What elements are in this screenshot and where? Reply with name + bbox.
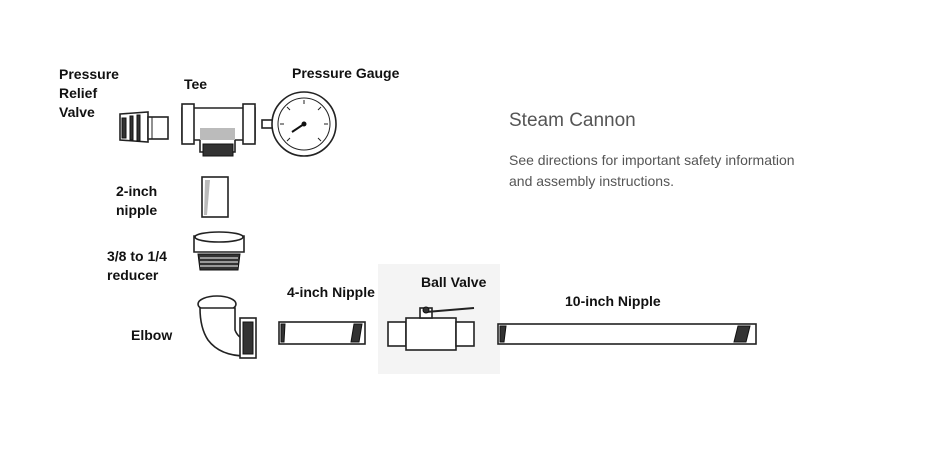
pressure-relief-valve-label-line-3: Valve (59, 104, 95, 120)
tee-label: Tee (184, 76, 208, 92)
description-line-2: and assembly instructions. (509, 173, 674, 189)
ball-valve-icon (378, 264, 500, 374)
pressure-relief-valve-label-line-1: Pressure (59, 66, 119, 82)
pressure-gauge-label: Pressure Gauge (292, 65, 400, 81)
ball-valve-label: Ball Valve (421, 274, 487, 290)
page-title: Steam Cannon (509, 110, 636, 131)
four-inch-nipple-label: 4-inch Nipple (287, 284, 375, 300)
pressure-gauge-icon (261, 91, 337, 157)
two-inch-nipple-label-line-1: 2-inch (116, 183, 158, 199)
ten-inch-nipple-icon (497, 323, 757, 345)
reducer-icon (193, 231, 245, 271)
two-inch-nipple-label-line-2: nipple (116, 202, 158, 218)
ten-inch-nipple-label: 10-inch Nipple (565, 293, 661, 309)
description: See directions for important safety info… (509, 150, 839, 192)
four-inch-nipple-icon (278, 321, 366, 345)
reducer-label: 3/8 to 1/4 reducer (107, 247, 167, 285)
description-line-1: See directions for important safety info… (509, 152, 795, 168)
elbow-fitting-icon (197, 295, 257, 359)
nipple-icon (201, 176, 229, 218)
pressure-relief-valve-icon (119, 111, 169, 143)
pressure-relief-valve-label-line-2: Relief (59, 85, 98, 101)
reducer-label-line-2: reducer (107, 267, 159, 283)
two-inch-nipple-label: 2-inch nipple (116, 182, 157, 220)
elbow-label: Elbow (131, 327, 173, 343)
reducer-label-line-1: 3/8 to 1/4 (107, 248, 167, 264)
tee-fitting-icon (181, 103, 256, 157)
pressure-relief-valve-label: Pressure Relief Valve (59, 65, 119, 122)
